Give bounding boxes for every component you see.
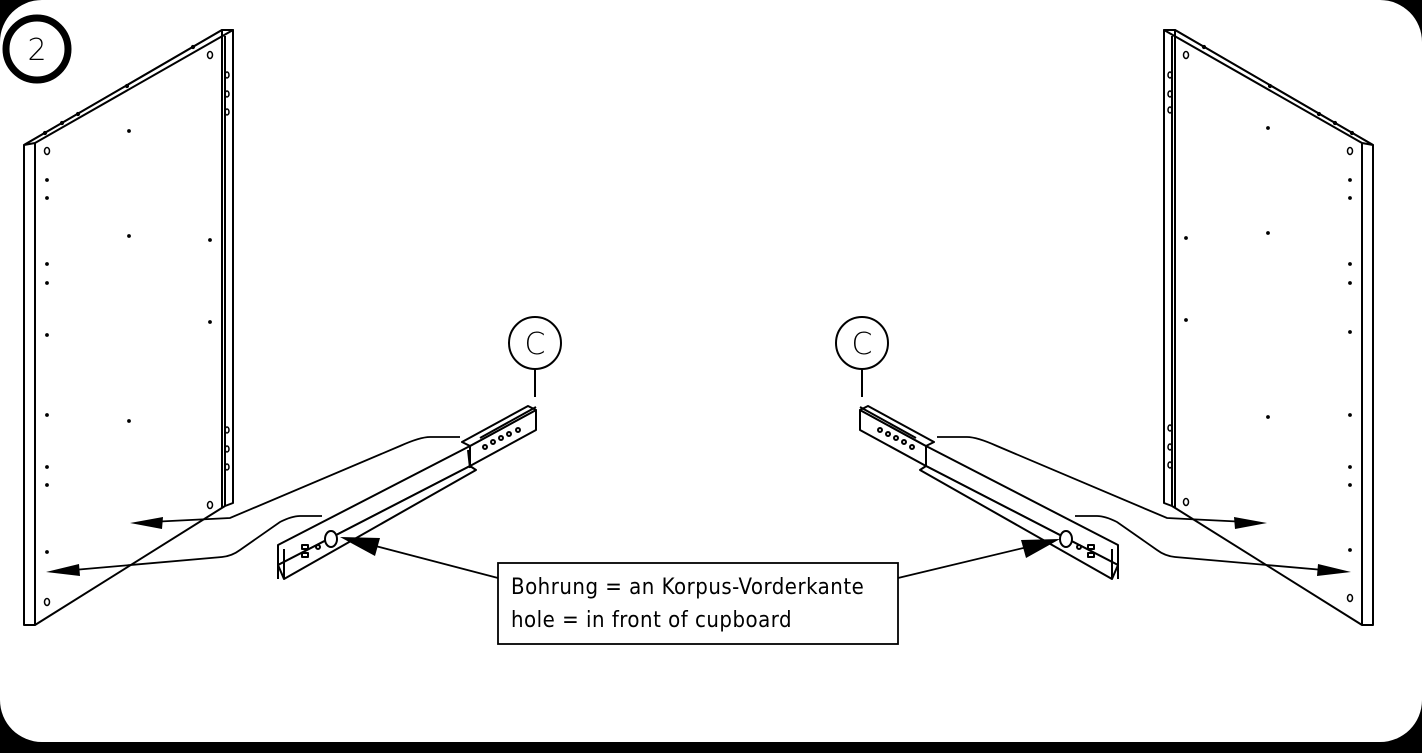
left-panel-holes (42, 44, 230, 607)
note-line-english: hole = in front of cupboard (511, 608, 792, 633)
right-leader-lines (937, 436, 1336, 572)
note-line-german: Bohrung = an Korpus-Vorderkante (511, 575, 864, 600)
left-part-label: C (525, 327, 546, 362)
note-box: Bohrung = an Korpus-Vorderkante hole = i… (497, 562, 899, 645)
right-panel-holes (1167, 44, 1355, 603)
left-drawer-runner (277, 405, 537, 580)
right-arrowheads (1234, 517, 1351, 576)
note-pointers (340, 537, 1060, 579)
step-badge: 2 (2, 14, 72, 84)
left-leader-lines (61, 436, 460, 572)
left-part-callout: C (508, 316, 562, 397)
right-part-label: C (852, 327, 873, 362)
right-part-callout: C (835, 316, 889, 397)
right-drawer-runner (859, 405, 1119, 580)
step-number: 2 (27, 33, 46, 68)
left-arrowheads (46, 517, 163, 576)
right-side-panel (1163, 29, 1374, 626)
